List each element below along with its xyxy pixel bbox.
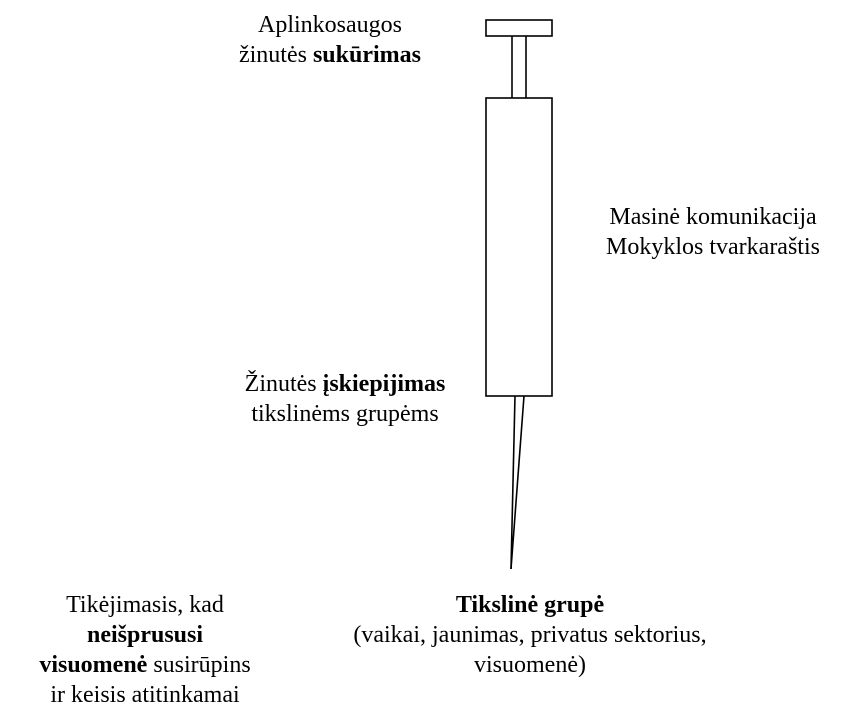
expectation-line-4: ir keisis atitinkamai: [50, 682, 240, 708]
syringe-needle-right: [510, 395, 525, 570]
injection-bold: įskiepijimas: [322, 371, 446, 397]
channels-line-2: Mokyklos tvarkaraštis: [606, 234, 820, 260]
expectation-label: Tikėjimasis, kad neišprususi visuomenė s…: [0, 590, 290, 710]
expectation-line-2: neišprususi: [86, 622, 204, 648]
creation-prefix: žinutės: [238, 42, 307, 68]
target-title: Tikslinė grupė: [455, 592, 605, 618]
expectation-bold-2: visuomenė: [39, 652, 148, 678]
expectation-line-1: Tikėjimasis, kad: [66, 592, 224, 618]
creation-line-1: Aplinkosaugos: [258, 12, 402, 38]
channels-line-1: Masinė komunikacija: [609, 204, 817, 230]
target-group-label: Tikslinė grupė (vaikai, jaunimas, privat…: [290, 590, 770, 680]
syringe-needle-left: [510, 395, 516, 570]
syringe-barrel: [485, 97, 553, 397]
message-injection-label: Žinutės įskiepijimas tikslinėms grupėms: [195, 369, 495, 429]
creation-bold: sukūrimas: [312, 42, 422, 68]
injection-line-2: tikslinėms grupėms: [251, 401, 439, 427]
creation-line-2: žinutės sukūrimas: [180, 40, 480, 70]
message-creation-label: Aplinkosaugos žinutės sukūrimas: [180, 10, 480, 70]
expectation-rest: susirūpins: [153, 652, 251, 678]
injection-prefix: Žinutės: [244, 371, 317, 397]
expectation-line-3: visuomenė susirūpins: [0, 650, 290, 680]
target-line-2: (vaikai, jaunimas, privatus sektorius,: [353, 622, 707, 648]
communication-channels-label: Masinė komunikacija Mokyklos tvarkarašti…: [570, 202, 856, 262]
injection-line-1: Žinutės įskiepijimas: [195, 369, 495, 399]
target-line-3: visuomenė): [474, 652, 586, 678]
syringe-plunger-thumb: [485, 19, 553, 37]
